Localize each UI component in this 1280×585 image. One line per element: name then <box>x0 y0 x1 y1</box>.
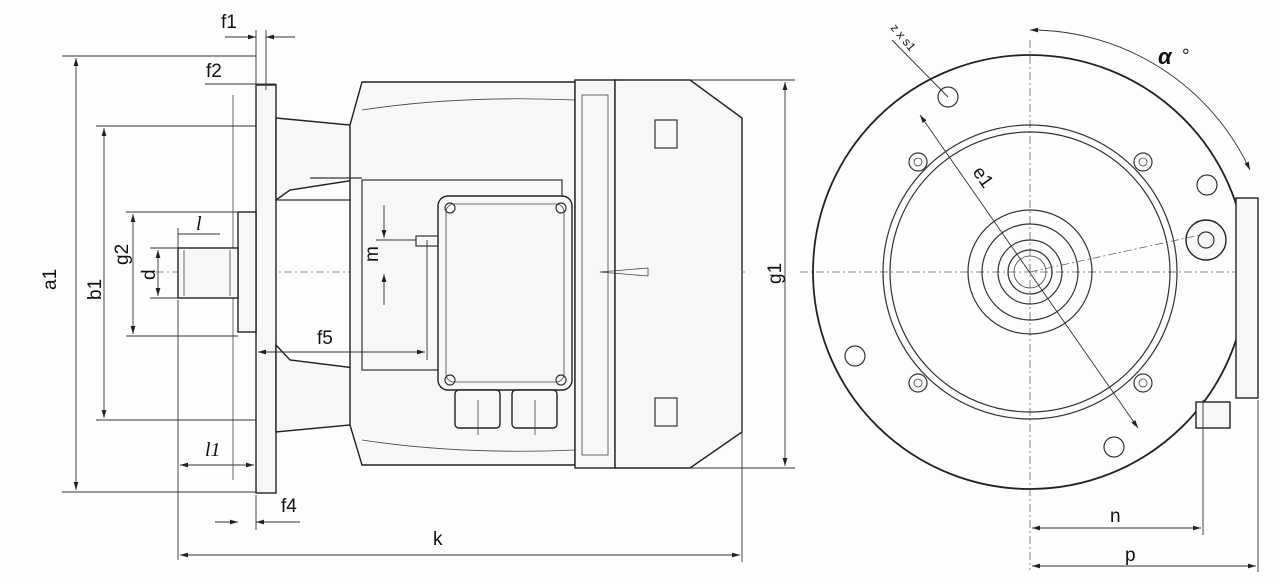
flange-neck-top <box>275 117 356 202</box>
bolt-head-3 <box>908 373 928 393</box>
label-k: k <box>433 529 443 550</box>
label-alpha: α <box>1158 44 1173 69</box>
fan-cover-bolt-2 <box>654 397 678 427</box>
terminal-screw-2 <box>555 202 567 214</box>
gland-projection <box>1195 401 1231 429</box>
cable-gland-1 <box>454 389 501 429</box>
front-view <box>800 27 1259 572</box>
cable-gland-2 <box>511 389 558 429</box>
bolt-head-1-inner <box>913 157 923 167</box>
fan-cover <box>614 79 743 469</box>
flange-neck-bottom <box>275 343 356 433</box>
flange-plate <box>255 84 277 494</box>
label-alpha-degree: ° <box>1182 46 1190 67</box>
bolt-heads <box>908 152 1153 393</box>
e1-dim <box>919 114 1139 429</box>
bolt-head-2 <box>1133 152 1153 172</box>
label-b1: b1 <box>85 279 106 300</box>
shaft-marker <box>599 267 649 277</box>
bolt-head-4 <box>1133 373 1153 393</box>
terminal-screw-1 <box>444 202 456 214</box>
label-g2: g2 <box>112 244 133 265</box>
terminal-screw-4 <box>555 374 567 386</box>
label-g1: g1 <box>765 263 786 284</box>
angle-ref-line <box>1029 234 1201 273</box>
bolt-head-3-inner <box>913 378 923 388</box>
terminal-box-projection <box>1235 197 1259 399</box>
terminal-box <box>437 195 573 391</box>
flange-hole-1 <box>937 86 959 108</box>
side-dimensions <box>62 30 795 562</box>
body-rib-2 <box>361 439 576 452</box>
label-p: p <box>1125 545 1136 566</box>
label-f1: f1 <box>221 12 237 33</box>
alpha-arc <box>1029 27 1251 171</box>
earth-boss <box>1185 219 1227 261</box>
flange-spigot <box>237 211 257 333</box>
label-a1: a1 <box>40 269 61 290</box>
flange-hole-3 <box>844 345 866 367</box>
label-l1: l1 <box>205 439 221 461</box>
body-rib-1 <box>361 98 576 111</box>
label-e1: e1 <box>968 163 997 192</box>
fan-cover-bolt-1 <box>654 119 678 149</box>
earth-boss-inner <box>1197 231 1215 249</box>
label-n: n <box>1110 506 1121 527</box>
label-f2: f2 <box>206 61 222 82</box>
label-l: l <box>196 213 202 235</box>
flange-hole-2 <box>1196 174 1218 196</box>
label-m: m <box>362 246 383 262</box>
rear-ring-inner <box>581 94 609 456</box>
bolt-head-1 <box>908 152 928 172</box>
side-view <box>140 79 745 494</box>
label-d: d <box>139 269 160 280</box>
terminal-box-lid <box>445 203 565 383</box>
bolt-head-4-inner <box>1138 378 1148 388</box>
zxs1-leader <box>891 39 949 98</box>
shaft <box>177 247 239 299</box>
flange-hole-4 <box>1103 436 1125 458</box>
bolt-head-2-inner <box>1138 157 1148 167</box>
terminal-screw-3 <box>444 374 456 386</box>
label-f4: f4 <box>281 496 297 517</box>
rear-ring <box>574 79 616 469</box>
label-f5: f5 <box>317 328 333 349</box>
label-zxs1: z x s1 <box>888 21 919 54</box>
